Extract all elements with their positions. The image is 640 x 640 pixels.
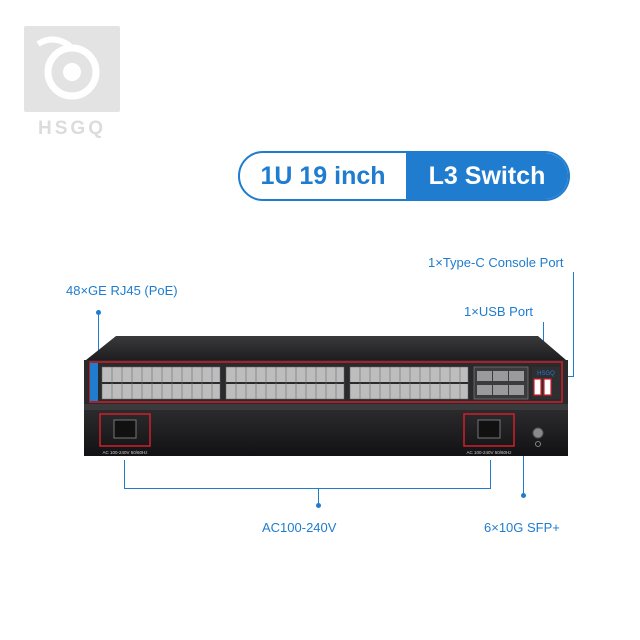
switch-illustration: HSGQ AC 100-240V 50/60Hz AC 100-240V 50/… bbox=[84, 336, 568, 456]
console-callout-line bbox=[573, 272, 574, 376]
sfp-callout-dot bbox=[521, 493, 526, 498]
power-label-right: AC 100-240V 50/60Hz bbox=[466, 450, 512, 455]
device-brand: HSGQ bbox=[537, 371, 555, 377]
title-size: 1U 19 inch bbox=[260, 161, 386, 190]
ac-power-label: AC100-240V bbox=[262, 520, 337, 535]
rj45-callout-line bbox=[98, 312, 99, 358]
console-port-label: 1×Type-C Console Port bbox=[428, 255, 564, 270]
title-pill: 1U 19 inch L3 Switch bbox=[238, 151, 570, 201]
power-label-left: AC 100-240V 50/60Hz bbox=[102, 450, 148, 455]
rj45-label: 48×GE RJ45 (PoE) bbox=[66, 283, 178, 298]
ac-callout-hline bbox=[124, 488, 491, 489]
usb-callout-line bbox=[543, 322, 544, 352]
title-product: L3 Switch bbox=[406, 153, 568, 199]
logo-text: HSGQ bbox=[38, 118, 106, 139]
sfp-label: 6×10G SFP+ bbox=[484, 520, 560, 535]
ac-callout-dot bbox=[316, 503, 321, 508]
usb-port-label: 1×USB Port bbox=[464, 304, 534, 319]
ac-callout-left bbox=[124, 460, 125, 488]
ac-callout-right bbox=[490, 460, 491, 488]
rj45-callout-dot bbox=[96, 310, 101, 315]
ac-callout-stem bbox=[318, 488, 319, 506]
brand-logo bbox=[24, 26, 120, 112]
